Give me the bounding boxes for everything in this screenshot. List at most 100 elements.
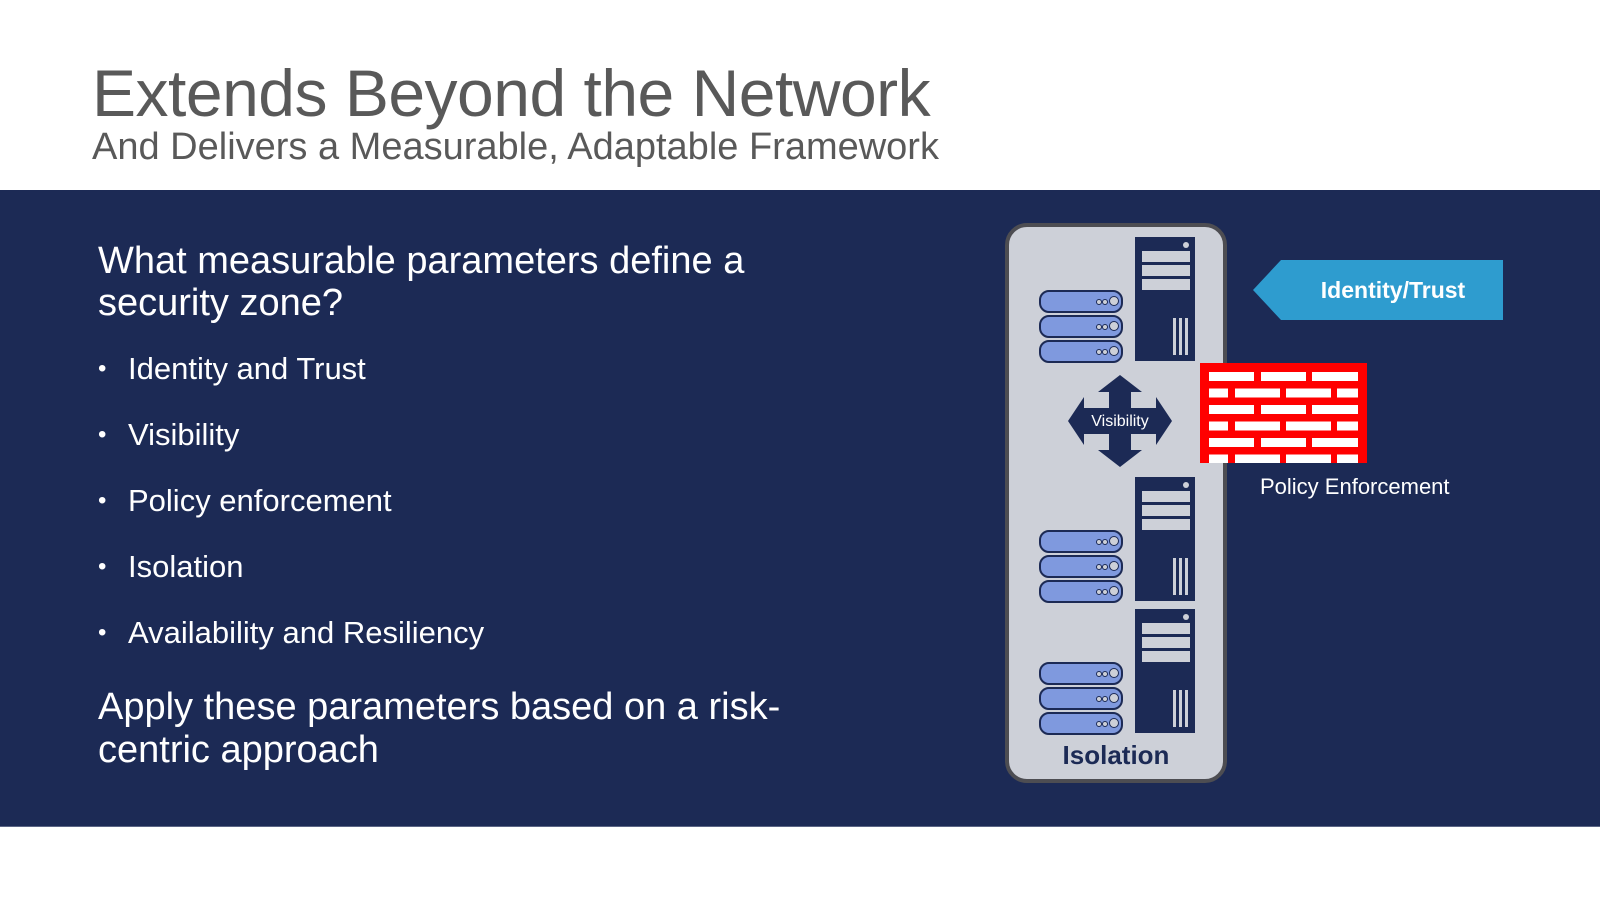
bullet-icon: • <box>98 421 107 448</box>
drive-bay <box>1142 519 1190 530</box>
drive-led <box>1096 539 1102 545</box>
firewall-brick <box>1235 388 1280 398</box>
vent <box>1173 690 1176 727</box>
list-item-text: Visibility <box>128 417 240 452</box>
firewall-brick <box>1261 372 1306 381</box>
firewall-brick <box>1312 405 1358 414</box>
list-item: •Policy enforcement <box>98 484 484 550</box>
question-heading: What measurable parameters define a secu… <box>98 240 745 324</box>
drive-button <box>1109 346 1119 356</box>
drive-button <box>1109 536 1119 546</box>
drive-bay <box>1142 637 1190 648</box>
bullet-icon: • <box>98 355 107 382</box>
drive-bay <box>1142 265 1190 276</box>
drive-led <box>1102 696 1108 702</box>
bullet-icon: • <box>98 487 107 514</box>
drive-led <box>1096 349 1102 355</box>
drive-led <box>1096 299 1102 305</box>
content-band: What measurable parameters define a secu… <box>0 190 1600 827</box>
list-item-text: Isolation <box>128 549 244 584</box>
list-item: • Isolation <box>98 550 484 616</box>
isolation-label: Isolation <box>1062 740 1170 770</box>
vent <box>1179 558 1182 595</box>
storage-drive-icon <box>1039 530 1123 553</box>
vent <box>1185 690 1188 727</box>
drive-led <box>1102 324 1108 330</box>
drive-button <box>1109 586 1119 596</box>
power-led <box>1183 614 1189 620</box>
firewall-brick <box>1286 421 1331 431</box>
storage-drive-icon <box>1039 580 1123 603</box>
storage-drive-icon <box>1039 340 1123 363</box>
firewall-brick <box>1337 421 1358 431</box>
drive-bay <box>1142 623 1190 634</box>
drive-button <box>1109 321 1119 331</box>
storage-drive-icon <box>1039 712 1123 735</box>
drive-led <box>1096 696 1102 702</box>
list-item: • Identity and Trust <box>98 352 484 418</box>
vent <box>1173 558 1176 595</box>
list-item: •Availability and Resiliency <box>98 616 484 682</box>
firewall-icon <box>1200 363 1367 463</box>
tower-server-icon <box>1135 237 1195 361</box>
drive-bay <box>1142 491 1190 502</box>
storage-drive-icon <box>1039 662 1123 685</box>
drive-button <box>1109 668 1119 678</box>
list-item-text: Identity and Trust <box>128 351 366 386</box>
drive-bay <box>1142 651 1190 662</box>
firewall-brick <box>1209 405 1254 414</box>
firewall-brick <box>1312 438 1358 447</box>
vent <box>1185 558 1188 595</box>
firewall-brick <box>1337 454 1358 463</box>
identity-trust-arrow-icon <box>1253 260 1503 320</box>
identity-trust-label: Identity/Trust <box>1320 276 1466 303</box>
drive-button <box>1109 296 1119 306</box>
visibility-label: Visibility <box>1091 413 1149 430</box>
drive-bay <box>1142 505 1190 516</box>
drive-bay <box>1142 279 1190 290</box>
firewall-brick <box>1312 372 1358 381</box>
firewall-brick <box>1209 438 1254 447</box>
vent <box>1179 318 1182 355</box>
firewall-brick <box>1209 454 1228 463</box>
firewall-brick <box>1235 454 1280 463</box>
bullet-icon: • <box>98 619 107 646</box>
bullet-icon: • <box>98 553 107 580</box>
tower-server-icon <box>1135 477 1195 601</box>
vent <box>1185 318 1188 355</box>
drive-led <box>1096 721 1102 727</box>
drive-button <box>1109 718 1119 728</box>
firewall-brick <box>1261 405 1306 414</box>
security-zone-container: Isolation <box>1005 223 1227 783</box>
parameter-list: • Identity and Trust • Visibility •Policy … <box>98 352 484 682</box>
storage-drive-icon <box>1039 555 1123 578</box>
drive-led <box>1102 349 1108 355</box>
drive-led <box>1096 564 1102 570</box>
storage-drive-icon <box>1039 290 1123 313</box>
drive-led <box>1096 324 1102 330</box>
firewall-brick <box>1337 388 1358 398</box>
drive-bay <box>1142 251 1190 262</box>
vent <box>1173 318 1176 355</box>
firewall-brick <box>1209 388 1228 398</box>
vent <box>1179 690 1182 727</box>
policy-enforcement-label: Policy Enforcement <box>1260 474 1450 499</box>
drive-led <box>1102 299 1108 305</box>
slide-subtitle: And Delivers a Measurable, Adaptable Fra… <box>92 126 939 168</box>
storage-drive-icon <box>1039 315 1123 338</box>
closing-statement: Apply these parameters based on a risk-c… <box>98 686 781 771</box>
visibility-arrows-icon: Visibility <box>1068 375 1172 467</box>
drive-led <box>1102 721 1108 727</box>
drive-button <box>1109 561 1119 571</box>
firewall-brick <box>1286 388 1331 398</box>
firewall-brick <box>1235 421 1280 431</box>
storage-drive-icon <box>1039 687 1123 710</box>
tower-server-icon <box>1135 609 1195 733</box>
power-led <box>1183 482 1189 488</box>
firewall-brick <box>1209 421 1228 431</box>
power-led <box>1183 242 1189 248</box>
drive-button <box>1109 693 1119 703</box>
list-item: • Visibility <box>98 418 484 484</box>
drive-led <box>1096 671 1102 677</box>
drive-led <box>1102 671 1108 677</box>
